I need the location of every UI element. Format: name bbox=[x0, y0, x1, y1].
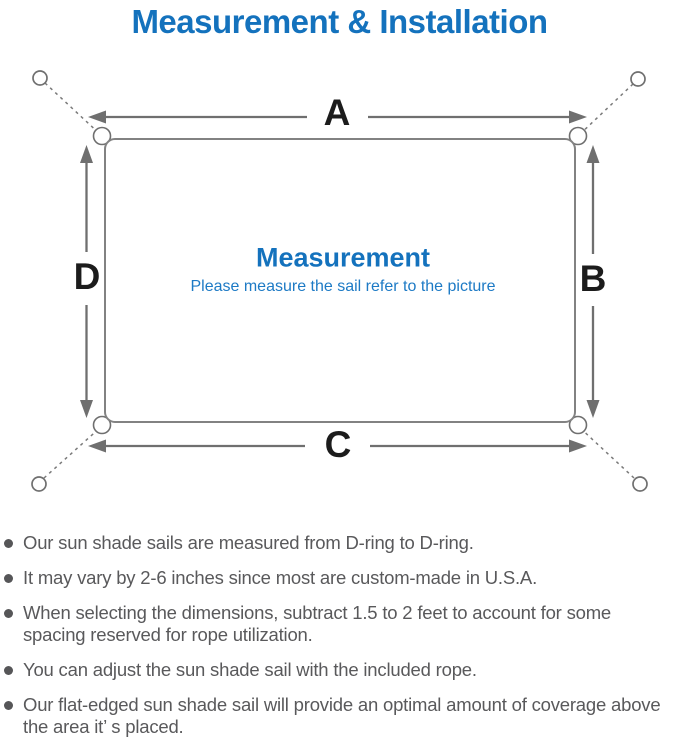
arrow-right-icon bbox=[569, 110, 587, 124]
dimension-arrow-d bbox=[80, 145, 93, 418]
arrow-down-icon bbox=[586, 400, 600, 418]
dimension-arrow-a bbox=[88, 110, 587, 124]
note-text: It may vary by 2-6 inches since most are… bbox=[23, 567, 538, 588]
bullet-icon bbox=[4, 609, 13, 618]
dimension-arrow-c bbox=[88, 439, 587, 453]
dimension-arrow-b bbox=[586, 145, 600, 418]
anchor-ring-icon bbox=[630, 71, 646, 87]
anchor-ring-icon bbox=[632, 476, 648, 492]
note-item: You can adjust the sun shade sail with t… bbox=[0, 659, 674, 681]
arrow-down-icon bbox=[80, 400, 93, 418]
arrow-up-icon bbox=[586, 145, 600, 163]
bullet-icon bbox=[4, 574, 13, 583]
d-ring-icon bbox=[92, 126, 112, 146]
diagram-heading: Measurement bbox=[255, 242, 431, 273]
page-title: Measurement & Installation bbox=[131, 3, 548, 40]
note-text: Our flat-edged sun shade sail will provi… bbox=[23, 694, 661, 737]
arrow-up-icon bbox=[80, 145, 93, 163]
sail-measurement-diagram: A B C D Measurement Please measure the s… bbox=[0, 60, 679, 520]
diagram-subheading: Please measure the sail refer to the pic… bbox=[190, 278, 496, 295]
arrow-right-icon bbox=[569, 439, 587, 453]
d-ring-icon bbox=[568, 415, 588, 435]
tension-line bbox=[577, 83, 634, 137]
note-item: It may vary by 2-6 inches since most are… bbox=[0, 567, 674, 589]
anchor-ring-icon bbox=[31, 476, 47, 492]
arrow-left-icon bbox=[88, 439, 106, 453]
anchor-ring-icon bbox=[32, 70, 48, 86]
dimension-label-b: B bbox=[579, 258, 607, 299]
tension-line bbox=[577, 425, 635, 479]
d-ring-corners bbox=[92, 126, 588, 435]
note-text: When selecting the dimensions, subtract … bbox=[23, 602, 612, 645]
bullet-icon bbox=[4, 539, 13, 548]
note-text: Our sun shade sails are measured from D-… bbox=[23, 532, 474, 553]
bullet-icon bbox=[4, 666, 13, 675]
note-item: When selecting the dimensions, subtract … bbox=[0, 602, 674, 646]
anchor-points bbox=[31, 70, 648, 492]
note-text: You can adjust the sun shade sail with t… bbox=[23, 659, 477, 680]
dimension-label-c: C bbox=[324, 424, 352, 465]
sail-outline bbox=[104, 138, 576, 423]
dimension-label-d: D bbox=[73, 256, 101, 297]
dimension-label-a: A bbox=[323, 92, 351, 133]
d-ring-icon bbox=[568, 126, 588, 146]
notes-list: Our sun shade sails are measured from D-… bbox=[0, 532, 674, 739]
note-item: Our sun shade sails are measured from D-… bbox=[0, 532, 674, 554]
note-item: Our flat-edged sun shade sail will provi… bbox=[0, 694, 674, 738]
tension-line bbox=[44, 82, 103, 137]
bullet-icon bbox=[4, 701, 13, 710]
sail-diagram-graphic bbox=[31, 70, 648, 492]
tension-line bbox=[43, 425, 103, 479]
tension-lines bbox=[43, 82, 635, 479]
d-ring-icon bbox=[92, 415, 112, 435]
arrow-left-icon bbox=[88, 110, 106, 124]
